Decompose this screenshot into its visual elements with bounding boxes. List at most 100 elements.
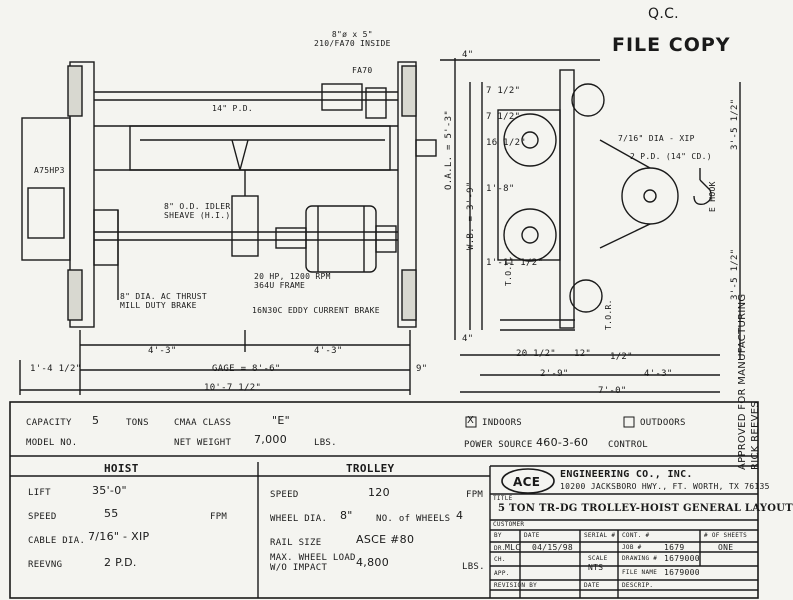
title-label: TITLE [493, 495, 513, 502]
hoist-title: HOIST [104, 462, 139, 475]
dr-label: DR. [494, 545, 506, 552]
model-label: MODEL NO. [26, 438, 78, 448]
dim-1-4: 1'-4 1/2" [30, 364, 82, 374]
file-name-value: 1679000 [664, 568, 700, 577]
app-label: APP. [494, 570, 510, 577]
thrust-brake-label: 8" DIA. AC THRUST MILL DUTY BRAKE [120, 292, 207, 310]
trolley-speed-label: SPEED [270, 490, 299, 500]
bearing-label: 8"ø x 5" 210/FA70 INSIDE [314, 30, 391, 48]
by-label: BY [494, 532, 502, 539]
drawing-num-value: 1679000 [664, 554, 700, 563]
hoist-cable-value: 7/16" - XIP [88, 530, 150, 543]
sheets-value: ONE [718, 543, 734, 552]
job-value: 1679 [664, 543, 685, 552]
capacity-label: CAPACITY [26, 418, 72, 428]
hoist-lift-label: LIFT [28, 488, 51, 498]
tot-label: T.O.T. [504, 255, 513, 286]
power-label: POWER SOURCE [464, 440, 533, 450]
approval-stamp: APPROVED FOR MANUFACTURING RICK REEVES [737, 293, 761, 470]
hoist-speed-value: 55 [104, 507, 119, 520]
side-dim-3-5b: 3'-5 1/2" [730, 248, 740, 300]
side-dim-3-5a: 3'-5 1/2" [730, 98, 740, 150]
idler-sheave-label: 8" O.D. IDLER SHEAVE (H.I.) [164, 202, 231, 220]
date-label: DATE [524, 532, 540, 539]
hoist-speed-label: SPEED [28, 512, 57, 522]
hoist-lift-value: 35'-0" [92, 484, 127, 497]
outdoors-label: OUTDOORS [640, 418, 686, 428]
revision-by-label: REVISION BY [494, 582, 538, 589]
file-copy-stamp: FILE COPY [612, 34, 731, 56]
wb-dim: W.B. = 3'-9" [466, 181, 476, 250]
motor-label: 20 HP, 1200 RPM 364U FRAME [254, 272, 331, 290]
dr-by: MLC [505, 543, 521, 552]
control-label: CONTROL [608, 440, 649, 450]
gage-dim: GAGE = 8'-6" [212, 364, 281, 374]
trolley-load-value: 4,800 [356, 556, 389, 569]
drawing-num-label: DRAWING # [622, 555, 658, 562]
customer-label: CUSTOMER [493, 521, 525, 528]
rope-label: 7/16" DIA - XIP [618, 134, 695, 143]
hoist-speed-unit: FPM [210, 512, 228, 522]
capacity-value: 5 [92, 414, 100, 427]
drum-pd-label: 14" P.D. [212, 104, 253, 113]
side-dim-2-9: 2'-9" [540, 369, 569, 379]
ace-logo: ACE [513, 475, 541, 489]
dim-4-3-left: 4'-3" [148, 346, 177, 356]
side-dim-20: 20 1/2" [516, 349, 557, 359]
dim-4-3-right: 4'-3" [314, 346, 343, 356]
revision-date-label: DATE [584, 582, 600, 589]
descrip-label: DESCRIP. [622, 582, 654, 589]
scale-value: NTS [588, 563, 604, 572]
drawing-title: 5 TON TR-DG TROLLEY-HOIST GENERAL LAYOUT [498, 503, 793, 514]
cmaa-value: "E" [272, 414, 290, 427]
scale-label: SCALE [588, 555, 608, 562]
side-dim-16: 16 1/2" [486, 138, 527, 148]
side-dim-7-2: 7 1/2" [486, 112, 521, 122]
ehook-label: E HOOK [708, 181, 717, 212]
dr-date: 04/15/98 [532, 543, 573, 552]
cont-label: CONT. # [622, 532, 650, 539]
trolley-load-label: MAX. WHEEL LOAD W/O IMPACT [270, 553, 356, 573]
trolley-speed-value: 120 [368, 486, 390, 499]
cmaa-label: CMAA CLASS [174, 418, 232, 428]
oal-dim: O.A.L. = 5'-3" [444, 109, 454, 190]
file-name-label: FILE NAME [622, 569, 658, 576]
job-label: JOB # [622, 544, 642, 551]
trolley-wheel-value: 8" [340, 509, 353, 522]
sheets-label: # OF SHEETS [704, 532, 748, 539]
trolley-load-unit: LBS. [462, 562, 485, 572]
drawing-linework [9, 58, 759, 599]
side-dim-1-8: 1'-8" [486, 184, 515, 194]
side-dim-4: 4" [462, 50, 474, 60]
weight-unit: LBS. [314, 438, 337, 448]
side-dim-7-0: 7'-0" [598, 386, 627, 396]
hoist-reeving-value: 2 P.D. [104, 556, 137, 569]
weight-value: 7,000 [254, 433, 287, 446]
eddy-brake-label: 16N30C EDDY CURRENT BRAKE [252, 306, 380, 315]
side-dim-12: 12" [574, 349, 592, 359]
hoist-reeving-label: REEVNG [28, 560, 63, 570]
side-dim-7-1: 7 1/2" [486, 86, 521, 96]
hoist-cable-label: CABLE DIA. [28, 536, 86, 546]
indoors-label: INDOORS [482, 418, 523, 428]
trolley-speed-unit: FPM [466, 490, 484, 500]
motor-box-label: A75HP3 [34, 166, 65, 175]
hook-pd-label: 2 P.D. (14" CD.) [630, 152, 712, 161]
serial-label: SERIAL # [584, 532, 616, 539]
qc-mark: Q.C. [648, 6, 679, 22]
company-name: ENGINEERING CO., INC. [560, 469, 693, 480]
trolley-title: TROLLEY [346, 462, 395, 475]
fa70-label: FA70 [352, 66, 373, 75]
trolley-rail-value: ASCE #80 [356, 533, 415, 546]
trolley-rail-label: RAIL SIZE [270, 538, 322, 548]
indoors-check[interactable]: X [467, 415, 475, 426]
weight-label: NET WEIGHT [174, 438, 232, 448]
side-dim-4-3: 4'-3" [644, 369, 673, 379]
trolley-wheels-label: NO. of WHEELS [376, 514, 451, 524]
side-dim-4in: 4" [462, 334, 474, 344]
trolley-wheel-label: WHEEL DIA. [270, 514, 328, 524]
dim-10-7: 10'-7 1/2" [204, 383, 262, 393]
side-dim-1-11: 1'-11 1/2" [486, 258, 544, 268]
trolley-wheels-value: 4 [456, 509, 464, 522]
dim-9: 9" [416, 364, 428, 374]
